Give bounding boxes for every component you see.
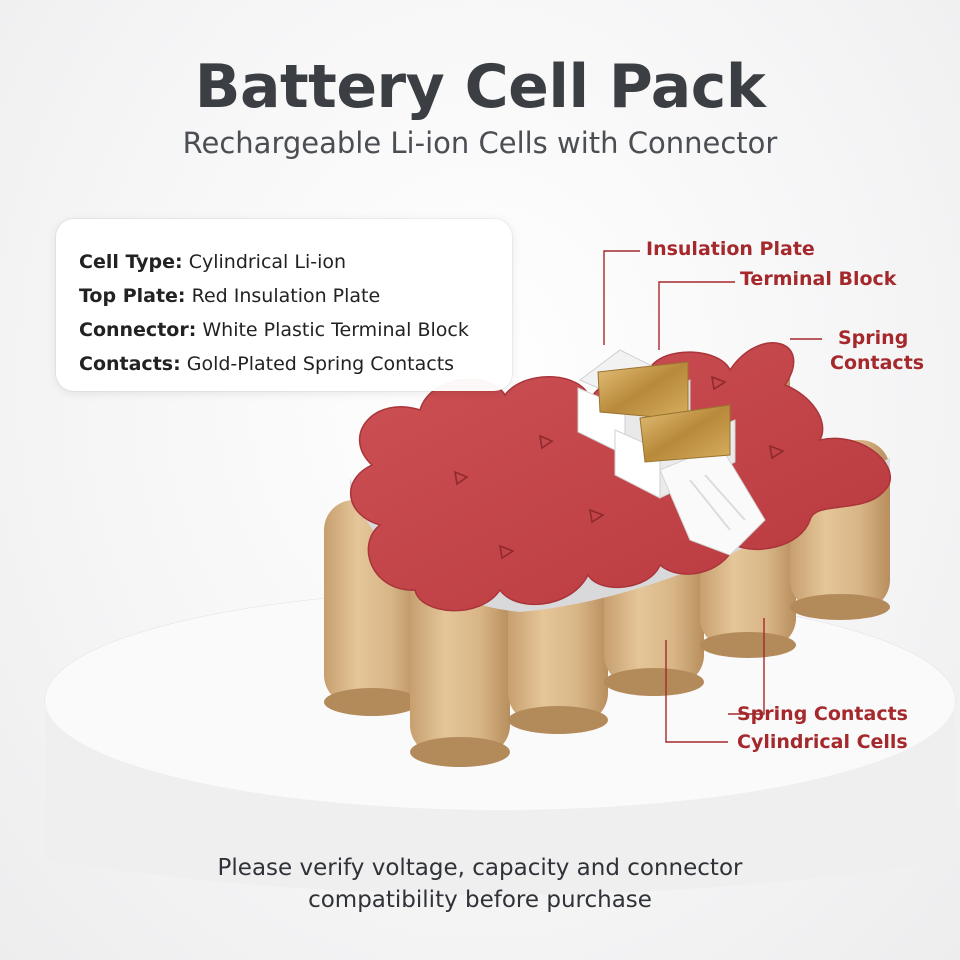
- spec-key: Connector:: [79, 319, 197, 341]
- spec-value: Cylindrical Li-ion: [188, 251, 347, 273]
- spec-row-contacts: Contacts: Gold-Plated Spring Contacts: [79, 347, 469, 381]
- spec-value: White Plastic Terminal Block: [202, 319, 469, 341]
- spring-contacts: [597, 361, 731, 463]
- purchase-notice-line1: Please verify voltage, capacity and conn…: [217, 855, 743, 881]
- spec-card: Cell Type: Cylindrical Li-ion Top Plate:…: [56, 219, 512, 391]
- spec-value: Red Insulation Plate: [191, 285, 381, 307]
- purchase-notice-line2: compatibility before purchase: [308, 887, 652, 913]
- callout-leaders: [603, 250, 822, 743]
- spec-row-cell-type: Cell Type: Cylindrical Li-ion: [79, 245, 469, 279]
- spec-key: Cell Type:: [79, 251, 183, 273]
- callout-terminal-block: Terminal Block: [740, 268, 897, 290]
- spec-key: Top Plate:: [79, 285, 186, 307]
- callout-insulation-plate: Insulation Plate: [646, 238, 815, 260]
- spec-value: Gold-Plated Spring Contacts: [186, 353, 455, 375]
- page-title: Battery Cell Pack: [194, 52, 766, 122]
- spec-row-connector: Connector: White Plastic Terminal Block: [79, 313, 469, 347]
- spec-list: Cell Type: Cylindrical Li-ion Top Plate:…: [79, 245, 469, 381]
- spec-key: Contacts:: [79, 353, 181, 375]
- callout-spring-contacts-top-line1: Spring: [838, 327, 909, 349]
- callout-cylindrical-cells: Cylindrical Cells: [737, 731, 908, 753]
- purchase-notice: Please verify voltage, capacity and conn…: [0, 852, 960, 916]
- callout-spring-contacts-bottom: Spring Contacts: [737, 703, 908, 725]
- page-subtitle: Rechargeable Li-ion Cells with Connector: [182, 126, 778, 160]
- callout-spring-contacts-top-line2: Contacts: [830, 352, 925, 374]
- spec-row-top-plate: Top Plate: Red Insulation Plate: [79, 279, 469, 313]
